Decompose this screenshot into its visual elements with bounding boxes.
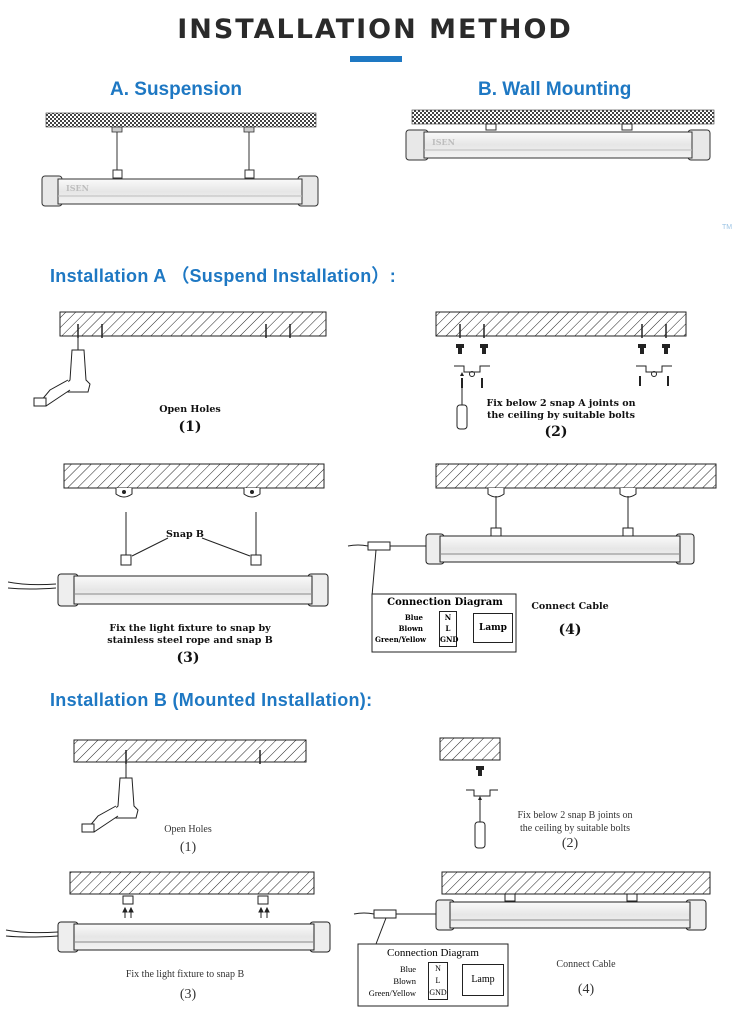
b2-caption-line2: the ceiling by suitable bolts [520,823,630,834]
a1-caption: Open Holes [159,404,221,415]
wire-blown: Blown [393,976,416,986]
brand-mark: ISEN [66,183,89,193]
lamp-box: Lamp [462,964,504,996]
screwdriver-icon [456,372,468,430]
a-step2-diagram [435,311,687,430]
a1-step-number: (1) [178,419,202,435]
suspension-diagram: ISEN [41,112,319,207]
b1-caption: Open Holes [164,824,212,835]
suspension-label: A. Suspension [110,79,242,100]
drill-icon [33,338,91,407]
b2-caption-line1: Fix below 2 snap B joints on [517,810,633,821]
a2-step-number: (2) [544,424,568,440]
wire-green-yellow: Green/Yellow [368,988,416,998]
a3-caption-line1: Fix the light fixture to snap by [109,623,271,634]
a2-caption-line1: Fix below 2 snap A joints on [486,398,636,409]
a-step1-diagram [33,311,327,407]
b-step3-diagram [5,871,331,953]
terminal-gnd: GND [440,635,459,644]
terminal-l: L [435,976,441,985]
installation-b-heading: Installation B (Mounted Installation): [50,690,373,710]
b-connection-diagram: Connection Diagram Blue Blown Green/Yell… [358,944,508,1006]
snap-b-label: Snap B [166,529,204,540]
b4-step-number: (4) [577,982,595,997]
terminal-gnd: GND [429,988,447,997]
title-underline [350,56,402,62]
terminal-l: L [445,624,451,633]
a2-caption-line2: the ceiling by suitable bolts [487,410,635,421]
a-step3-diagram [8,463,329,607]
a-step4-diagram [347,463,717,653]
a4-step-number: (4) [558,622,582,638]
drill-icon [81,764,139,833]
wire-blown: Blown [398,624,423,633]
lamp-box: Lamp [473,613,513,643]
a-connection-diagram: Connection Diagram Blue Blown Green/Yell… [373,595,517,653]
arrow-up-icon [122,906,270,918]
bolt-icon [456,344,670,354]
b3-caption: Fix the light fixture to snap B [125,969,245,980]
installation-a-heading: Installation A （Suspend Installation）: [50,266,397,286]
b4-caption: Connect Cable [556,959,616,970]
screwdriver-icon [474,821,486,849]
terminal-n: N [435,964,441,973]
a3-caption-line2: stainless steel rope and snap B [107,635,273,646]
b3-step-number: (3) [179,987,197,1002]
b-step1-diagram [73,739,307,833]
wire-blue: Blue [399,964,416,974]
b-step2-diagram [439,737,501,849]
b1-step-number: (1) [179,840,197,855]
brand-mark: ISEN [432,137,455,147]
wall-mounting-label: B. Wall Mounting [478,79,632,100]
page-title: INSTALLATION METHOD [177,14,573,45]
bolt-icon [476,766,484,776]
trademark: TM [722,224,733,231]
connection-title: Connection Diagram [387,597,503,608]
wire-blue: Blue [404,613,423,622]
wire-green-yellow: Green/Yellow [375,635,427,644]
wall-mounting-diagram: ISEN [405,109,715,161]
a4-caption: Connect Cable [531,601,609,612]
connection-title: Connection Diagram [387,947,479,959]
a3-step-number: (3) [176,650,200,666]
b2-step-number: (2) [561,836,579,851]
terminal-n: N [444,613,452,622]
